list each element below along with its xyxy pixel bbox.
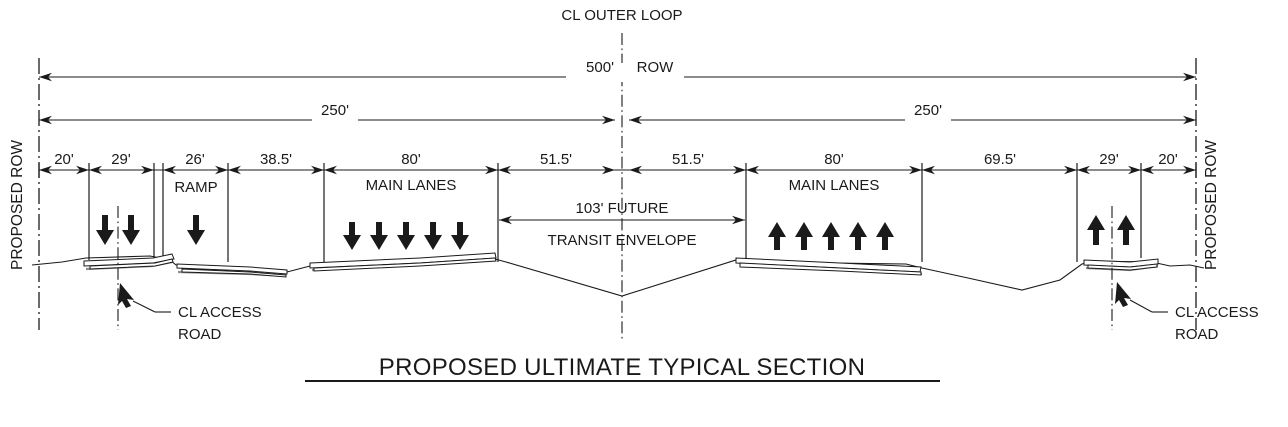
transit-envelope-label-line2: TRANSIT ENVELOPE bbox=[548, 232, 697, 249]
cl-outer-loop-label: CL OUTER LOOP bbox=[561, 7, 682, 24]
segment-label-2: 29' bbox=[111, 151, 131, 168]
dim-text-500: 500' bbox=[586, 59, 614, 76]
segment-label-7: 51.5' bbox=[672, 151, 704, 168]
dim-250-left-mask bbox=[312, 106, 358, 125]
segment-label-8: 80' bbox=[824, 151, 844, 168]
segment-label-4: 38.5' bbox=[260, 151, 292, 168]
segment-label-3: 26' bbox=[185, 151, 205, 168]
pavement-left-ramp bbox=[176, 263, 288, 278]
pavement-left-main-lanes bbox=[309, 252, 497, 272]
segment-label-5: 80' bbox=[401, 151, 421, 168]
dim-text-250-left: 250' bbox=[321, 102, 349, 119]
transit-envelope-label-line1: 103' FUTURE bbox=[576, 200, 669, 217]
ramp-label: RAMP bbox=[174, 179, 217, 196]
traffic-arrows-right-access-road bbox=[1087, 215, 1135, 245]
traffic-arrows-right-main-lanes bbox=[768, 222, 894, 250]
cl-access-road-left-label-line1: CL ACCESS bbox=[178, 304, 262, 321]
main-lanes-left-label: MAIN LANES bbox=[366, 177, 457, 194]
cl-access-road-right-leader bbox=[1115, 282, 1168, 313]
segment-label-9: 69.5' bbox=[984, 151, 1016, 168]
traffic-arrows-left-access-road bbox=[96, 215, 140, 245]
proposed-row-left-label: PROPOSED ROW bbox=[9, 140, 26, 270]
traffic-arrows-left-main-lanes bbox=[343, 222, 469, 250]
segment-label-11: 20' bbox=[1158, 151, 1178, 168]
cl-access-road-right-label-line1: CL ACCESS bbox=[1175, 304, 1259, 321]
drawing-title: PROPOSED ULTIMATE TYPICAL SECTION bbox=[379, 354, 865, 381]
dim-text-250-right: 250' bbox=[914, 102, 942, 119]
segment-label-1: 20' bbox=[54, 151, 74, 168]
segment-extension-lines bbox=[38, 163, 1197, 262]
main-lanes-right-label: MAIN LANES bbox=[789, 177, 880, 194]
cl-access-road-left-leader bbox=[118, 283, 171, 313]
pavement-right-access-road bbox=[1083, 258, 1159, 272]
pavement-right-main-lanes bbox=[735, 257, 923, 276]
segment-label-10: 29' bbox=[1099, 151, 1119, 168]
segment-label-6: 51.5' bbox=[540, 151, 572, 168]
dim-text-row-word: ROW bbox=[637, 59, 675, 76]
proposed-row-right-label: PROPOSED ROW bbox=[1203, 140, 1220, 270]
cl-access-road-left-label-line2: ROAD bbox=[178, 326, 222, 343]
dim-500-text-mask bbox=[566, 63, 684, 82]
cl-access-road-right-label-line2: ROAD bbox=[1175, 326, 1219, 343]
pavement-left-access-road bbox=[83, 253, 175, 271]
traffic-arrows-left-ramp bbox=[187, 215, 205, 245]
dim-250-right-mask bbox=[905, 106, 951, 125]
existing-ground-profile bbox=[31, 255, 1205, 297]
